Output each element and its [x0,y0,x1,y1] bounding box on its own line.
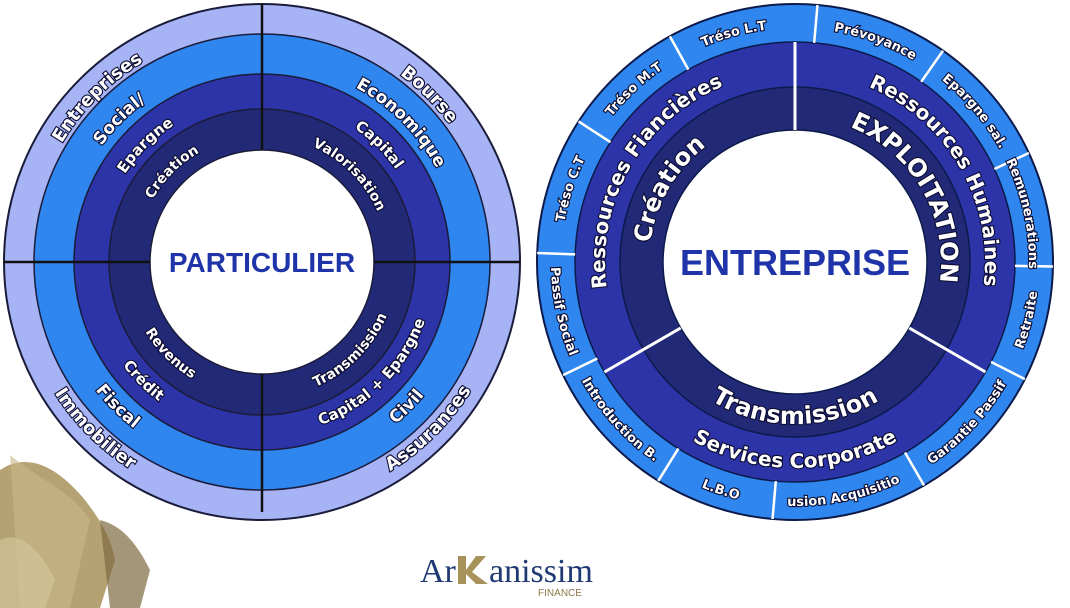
entreprise-outer-divider [812,4,819,43]
entreprise-outer-divider [537,251,576,256]
entreprise-center-label: ENTREPRISE [680,242,910,283]
entreprise-outer-divider [771,481,778,520]
arkanissim-logo: Ar anissim FINANCE [420,553,593,599]
logo-name-part1: Ar [420,553,457,590]
logo-name-part2: anissim [489,553,593,590]
entreprise-dividers [537,4,1053,520]
particulier-center-label: PARTICULIER [169,247,355,278]
entreprise-outer-divider [668,35,690,71]
entreprise-sector-divider [603,326,682,374]
entreprise-sector-divider [908,326,987,374]
entreprise-outer-divider [920,49,945,83]
entreprise-outer-divider [657,447,680,482]
entreprise-outer-divider [993,151,1030,171]
logo-k-mark [458,556,488,584]
logo-subtitle: FINANCE [538,588,582,599]
entreprise-outer-divider [562,357,598,377]
particulier-wheel: PARTICULIER EntreprisesSocial/EpargneCré… [3,3,521,521]
entreprise-outer-divider [577,120,612,144]
entreprise-outer-divider [903,451,926,487]
entreprise-outer-divider [990,360,1026,381]
decorative-brush-strokes [0,455,150,608]
entreprise-outer-divider [1014,264,1053,268]
